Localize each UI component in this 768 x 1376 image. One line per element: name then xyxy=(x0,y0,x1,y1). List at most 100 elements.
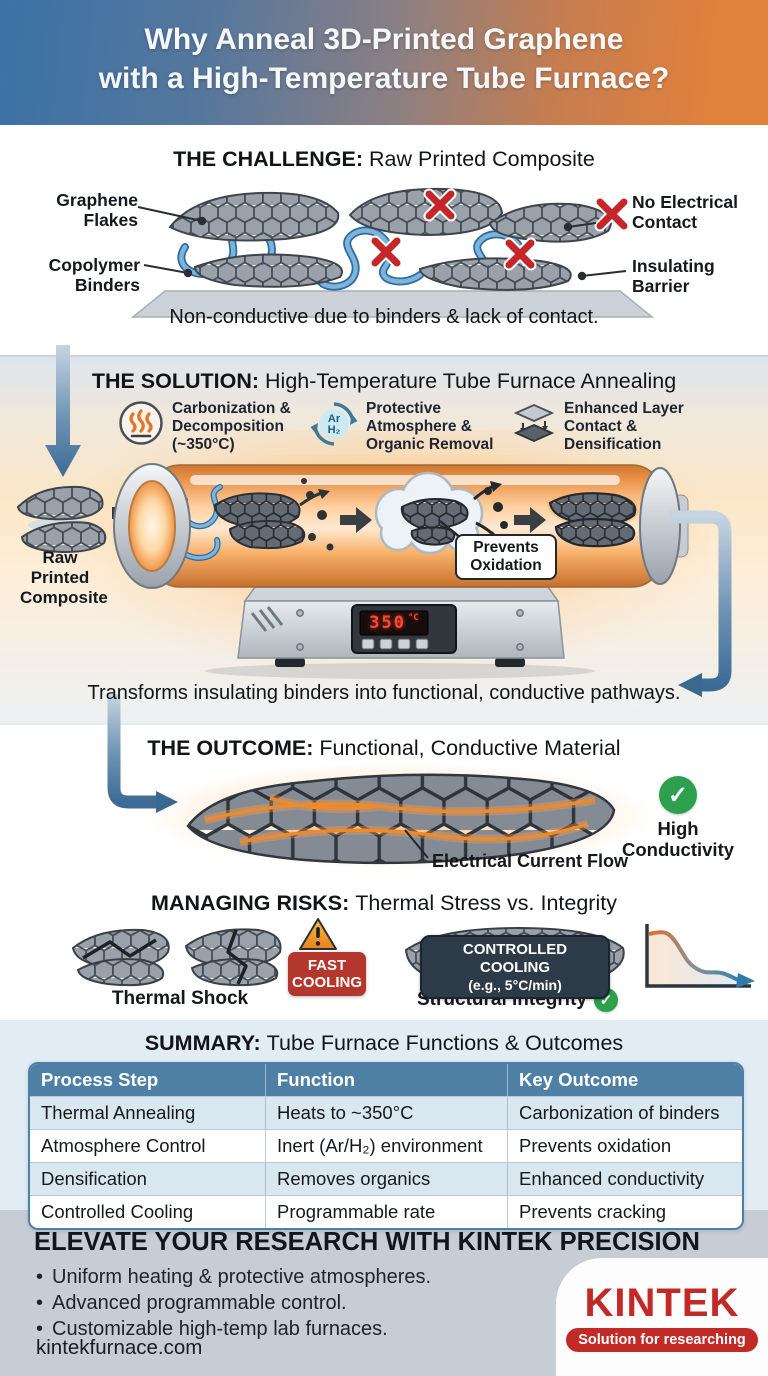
gas-hydrogen-label: H₂ xyxy=(327,424,341,436)
feature-densification-label: Enhanced Layer Contact & Densification xyxy=(564,400,684,453)
website-link[interactable]: kintekfurnace.com xyxy=(36,1336,203,1359)
solution-heading: THE SOLUTION: High-Temperature Tube Furn… xyxy=(91,369,677,393)
furnace-tube xyxy=(113,463,689,589)
cell-process-step: Densification xyxy=(30,1162,265,1195)
cell-key-outcome: Carbonization of binders xyxy=(507,1096,742,1129)
stage-arrow-icon xyxy=(514,507,546,533)
check-icon xyxy=(659,776,697,814)
flames-icon xyxy=(119,401,163,445)
panel-buttons xyxy=(361,638,429,650)
temperature-readout: 350 °C xyxy=(360,611,428,635)
thermal-shock-label: Thermal Shock xyxy=(111,988,249,1009)
feature-carbonization: Carbonization & Decomposition (~350°C) xyxy=(118,400,312,454)
label-no-electrical-contact: No Electrical Contact xyxy=(632,192,739,232)
table-row: Atmosphere Control Inert (Ar/H₂) environ… xyxy=(30,1129,742,1162)
header-banner xyxy=(0,0,768,125)
list-item: Advanced programmable control. xyxy=(36,1290,556,1316)
outcome-heading: THE OUTCOME: Functional, Conductive Mate… xyxy=(147,736,621,760)
cell-function: Programmable rate xyxy=(265,1195,507,1228)
label-connector-lines xyxy=(137,206,627,281)
temperature-value: 350 xyxy=(369,613,406,633)
flow-arrow-elbow-left-icon xyxy=(107,694,178,813)
cooling-curve-chart xyxy=(645,924,755,988)
conductive-sheet-illustration xyxy=(145,762,655,870)
tube-end-cap xyxy=(639,467,681,585)
graphene-flakes xyxy=(168,187,612,291)
col-header-process-step: Process Step xyxy=(41,1069,159,1090)
cycle-arrows-icon xyxy=(310,402,358,446)
solution-caption: Transforms insulating binders into funct… xyxy=(87,682,681,704)
risks-heading: MANAGING RISKS: Thermal Stress vs. Integ… xyxy=(151,891,617,915)
list-item: Customizable high-temp lab furnaces. xyxy=(36,1316,556,1342)
flow-arrow-down-icon xyxy=(45,345,81,477)
col-header-key-outcome: Key Outcome xyxy=(507,1064,742,1096)
page-title-line1: Why Anneal 3D-Printed Graphene xyxy=(144,23,624,56)
raw-composite-label: Raw Printed Composite xyxy=(20,548,108,607)
furnace-base xyxy=(237,586,565,667)
crack-lines xyxy=(82,929,248,985)
brand-card: KINTEK Solution for researching xyxy=(556,1258,768,1376)
brand-tagline: Solution for researching xyxy=(566,1328,758,1352)
footer-bullet-list: Uniform heating & protective atmospheres… xyxy=(36,1264,556,1342)
flow-arrow-elbow-right-icon xyxy=(670,510,732,697)
col-header-function: Function xyxy=(265,1064,507,1096)
controlled-cooling-line2: (e.g., 5°C/min) xyxy=(468,977,562,993)
flow-label-pointer xyxy=(404,829,429,859)
tube-bore xyxy=(128,480,176,572)
label-copolymer-binders: Copolymer Binders xyxy=(48,255,140,295)
chart-axes xyxy=(645,924,751,988)
red-x-icon xyxy=(425,190,455,220)
warning-triangle-icon xyxy=(299,918,337,950)
controlled-cooling-badge: CONTROLLED COOLING (e.g., 5°C/min) xyxy=(420,935,610,999)
stage-arrow-icon xyxy=(340,507,372,533)
furnace-shadow xyxy=(205,663,595,679)
fast-cooling-badge: FAST COOLING xyxy=(288,952,366,996)
label-insulating-barrier: Insulating Barrier xyxy=(632,256,715,296)
raw-composite-flakes xyxy=(16,485,107,553)
cracked-flakes-illustration xyxy=(71,928,282,987)
summary-heading: SUMMARY: Tube Furnace Functions & Outcom… xyxy=(144,1031,624,1055)
stage-decomposition xyxy=(177,478,334,561)
raw-composite-illustration xyxy=(130,187,655,318)
cell-process-step: Atmosphere Control xyxy=(30,1129,265,1162)
summary-table: Process Step Function Key Outcome Therma… xyxy=(28,1062,744,1230)
curve-arrowhead xyxy=(736,973,755,988)
layers-icon xyxy=(513,404,555,442)
high-conductivity-label: High Conductivity xyxy=(621,818,735,860)
feature-atmosphere-label: Protective Atmosphere & Organic Removal xyxy=(366,400,494,453)
list-item: Uniform heating & protective atmospheres… xyxy=(36,1264,556,1290)
page-title: Why Anneal 3D-Printed Graphene with a Hi… xyxy=(0,20,768,98)
stage-densified xyxy=(546,490,639,548)
feature-densification: Enhanced Layer Contact & Densification xyxy=(508,400,714,454)
substrate-platform xyxy=(130,290,655,318)
cell-key-outcome: Prevents cracking xyxy=(507,1195,742,1228)
cell-process-step: Controlled Cooling xyxy=(30,1195,265,1228)
controlled-cooling-line1: CONTROLLED COOLING xyxy=(462,941,568,976)
cell-process-step: Thermal Annealing xyxy=(30,1096,265,1129)
temperature-unit: °C xyxy=(407,613,419,623)
current-paths xyxy=(204,796,596,844)
challenge-heading: THE CHALLENGE: Raw Printed Composite xyxy=(173,147,595,171)
table-header-row: Process Step Function Key Outcome xyxy=(30,1064,742,1096)
red-x-icon xyxy=(596,198,628,230)
electrical-current-flow-label: Electrical Current Flow xyxy=(432,851,629,871)
gas-argon-label: Ar xyxy=(327,413,341,425)
annealed-graphene-sheet xyxy=(186,773,616,865)
page-title-line2: with a High-Temperature Tube Furnace? xyxy=(98,62,670,95)
red-x-icon xyxy=(505,239,535,269)
table-row: Thermal Annealing Heats to ~350°C Carbon… xyxy=(30,1096,742,1129)
table-row: Densification Removes organics Enhanced … xyxy=(30,1162,742,1195)
challenge-caption: Non-conductive due to binders & lack of … xyxy=(169,306,599,328)
red-x-icon xyxy=(371,237,401,267)
prevents-oxidation-callout: Prevents Oxidation xyxy=(455,534,557,580)
cell-key-outcome: Enhanced conductivity xyxy=(507,1162,742,1195)
feature-atmosphere: Ar H₂ Protective Atmosphere & Organic Re… xyxy=(310,400,516,454)
red-x-icons xyxy=(369,188,630,271)
cell-key-outcome: Prevents oxidation xyxy=(507,1129,742,1162)
footer-heading: ELEVATE YOUR RESEARCH WITH KINTEK PRECIS… xyxy=(34,1228,700,1256)
temperature-display xyxy=(359,610,429,636)
feature-carbonization-label: Carbonization & Decomposition (~350°C) xyxy=(172,400,291,453)
table-row: Controlled Cooling Programmable rate Pre… xyxy=(30,1195,742,1228)
cooling-curve xyxy=(648,930,742,983)
